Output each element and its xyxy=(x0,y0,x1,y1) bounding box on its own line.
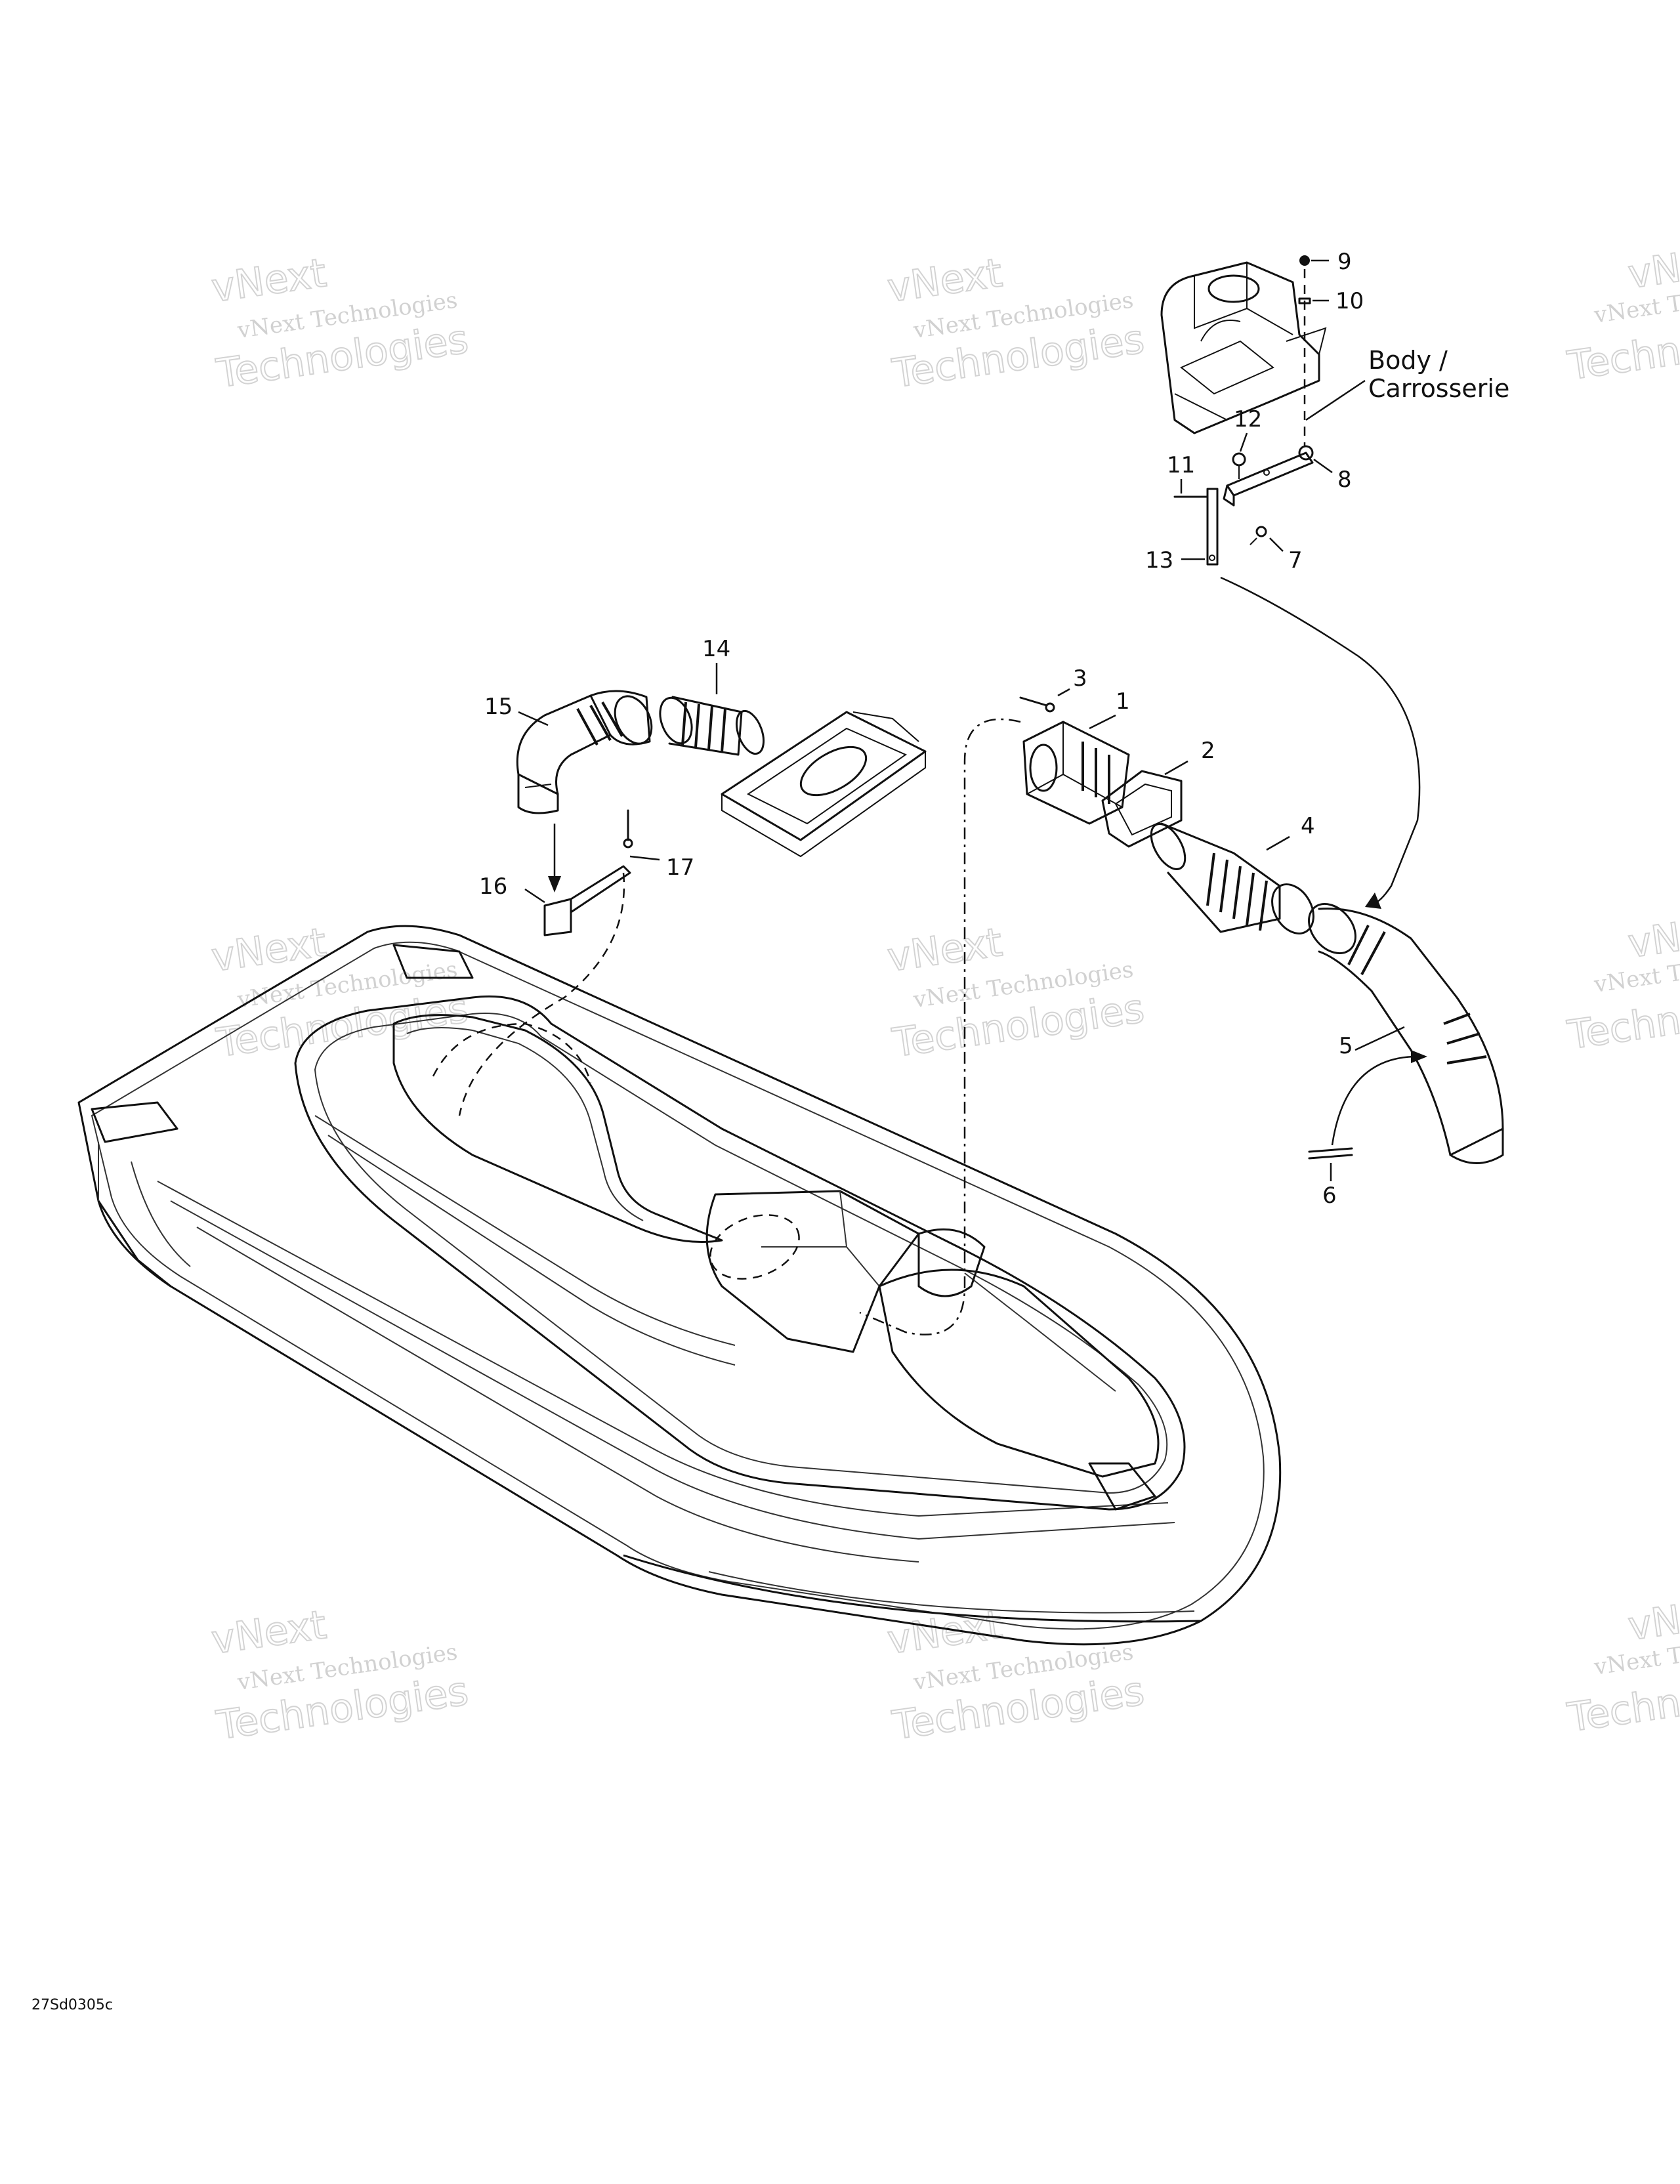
leader-4 xyxy=(1266,835,1290,851)
callout-3: 3 xyxy=(1073,665,1087,692)
part-2-gasket xyxy=(1101,770,1183,848)
callouts: 3 1 2 4 5 6 7 8 9 10 11 12 13 14 15 16 1… xyxy=(479,249,1509,1209)
watermark-mid-right-edge: vN vNext Te Techn xyxy=(1564,914,1680,1059)
leader-12 xyxy=(1239,432,1248,452)
part-15-elbow-hose xyxy=(516,690,653,814)
part-16-bracket xyxy=(543,865,631,936)
dashdot-path-1 xyxy=(859,718,1021,1335)
watermark-line3: vNext xyxy=(209,250,329,312)
watermark-top-center: vNext vNext Technologies Technologies xyxy=(884,249,1148,398)
dashed-path-17 xyxy=(458,872,625,1116)
part-1-adapter xyxy=(1022,721,1130,825)
watermark-top-left: vNext vNext Technologies Technologies xyxy=(208,249,472,398)
part-12-bolt xyxy=(1232,452,1246,479)
leader-2 xyxy=(1164,760,1188,776)
watermark-line3: vNext xyxy=(209,919,329,981)
watercraft-hull xyxy=(77,925,1282,1646)
callout-9: 9 xyxy=(1337,249,1352,275)
callout-14: 14 xyxy=(702,636,730,662)
leader-17 xyxy=(629,855,660,861)
part-4-flex-hose xyxy=(1150,822,1314,934)
callout-10: 10 xyxy=(1335,288,1364,314)
watermark-edge-line3: vN xyxy=(1626,914,1680,967)
part-13-strap xyxy=(1206,488,1219,566)
watermark-bottom-left: vNext vNext Technologies Technologies xyxy=(208,1601,472,1750)
watermark-edge-line2: Techn xyxy=(1564,328,1680,389)
leader-16 xyxy=(524,888,545,904)
leader-5 xyxy=(1354,1026,1405,1051)
part-17-screw xyxy=(623,809,633,849)
leader-3 xyxy=(1057,688,1070,697)
arrow-13-to-5 xyxy=(1220,576,1421,904)
part-6-clamp xyxy=(1308,1147,1353,1160)
watermark-edge-line2: Techn xyxy=(1564,1680,1680,1741)
callout-5: 5 xyxy=(1339,1033,1353,1059)
watermark-mid-center: vNext vNext Technologies Technologies xyxy=(884,919,1148,1067)
part-10-washer xyxy=(1298,297,1311,304)
callout-8: 8 xyxy=(1337,467,1352,493)
watermark-mid-left: vNext vNext Technologies Technologies xyxy=(208,919,472,1067)
watermark-edge-line3: vN xyxy=(1626,1597,1680,1650)
watermark-line3: vNext xyxy=(885,250,1005,312)
watermark-top-right-edge: vN vNext Te Techn xyxy=(1564,244,1680,390)
body-airbox xyxy=(1160,261,1327,434)
drawing-code: 27Sd0305c xyxy=(32,1997,113,2013)
watermark-line3: vNext xyxy=(885,919,1005,981)
part-5-elbow-hose xyxy=(1308,902,1504,1164)
watermark-line3: vNext xyxy=(885,1602,1005,1664)
callout-11: 11 xyxy=(1167,452,1195,478)
watermark-bottom-center: vNext vNext Technologies Technologies xyxy=(884,1601,1148,1750)
callout-17: 17 xyxy=(666,854,694,881)
part-3-screw xyxy=(1019,696,1055,713)
watermark-line3: vNext xyxy=(209,1602,329,1664)
callout-1: 1 xyxy=(1116,688,1130,715)
part-14-straight-hose xyxy=(659,696,765,756)
callout-12: 12 xyxy=(1234,406,1262,432)
watermarks: vNext vNext Technologies Technologies vN… xyxy=(208,244,1680,1750)
leader-7 xyxy=(1269,537,1284,552)
callout-4: 4 xyxy=(1301,813,1315,839)
callout-7: 7 xyxy=(1288,547,1303,574)
part-8-bracket xyxy=(1223,445,1314,507)
body-label-line1: Body / xyxy=(1368,346,1448,375)
leader-body xyxy=(1305,379,1366,421)
part-7-screw xyxy=(1250,526,1267,545)
leader-1 xyxy=(1089,714,1116,730)
leader-15 xyxy=(518,711,549,726)
part-plate-assembly xyxy=(721,711,927,858)
callout-6: 6 xyxy=(1322,1183,1337,1209)
callout-15: 15 xyxy=(484,694,513,720)
callout-13: 13 xyxy=(1145,547,1173,574)
arrow-6-to-5 xyxy=(1331,1055,1418,1146)
watermark-edge-line2: Techn xyxy=(1564,998,1680,1059)
callout-2: 2 xyxy=(1201,738,1215,764)
watermark-bottom-right-edge: vN vNext Te Techn xyxy=(1564,1596,1680,1742)
part-9-nut xyxy=(1299,255,1310,266)
callout-16: 16 xyxy=(479,873,507,900)
watermark-edge-line3: vN xyxy=(1626,245,1680,298)
body-label-line2: Carrosserie xyxy=(1368,374,1509,403)
leader-8 xyxy=(1313,458,1333,474)
